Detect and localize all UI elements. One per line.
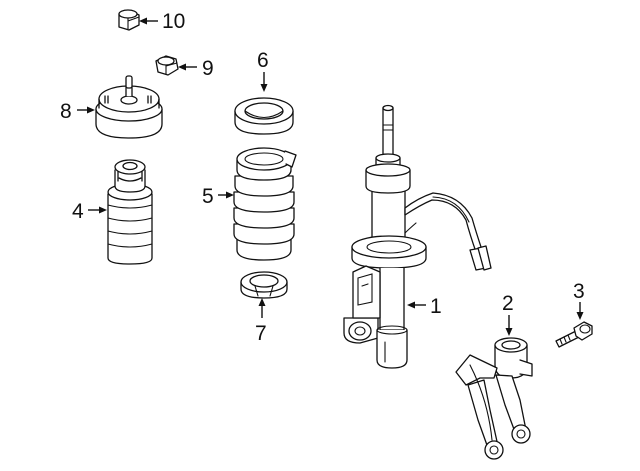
part-2-steering-knuckle: [455, 337, 533, 460]
part-7-spring-isolator: [240, 271, 288, 299]
part-10-nut: [118, 9, 140, 31]
callout-10: 10: [139, 10, 185, 33]
callout-6-label: 6: [257, 49, 269, 72]
callout-3: 3: [573, 280, 585, 320]
callout-1: 1: [407, 295, 442, 318]
callout-8-label: 8: [60, 100, 72, 123]
part-3-bolt: [555, 321, 593, 348]
part-4-bump-stop: [107, 159, 153, 265]
part-6-spring-seat: [234, 97, 294, 135]
callout-2-label: 2: [502, 292, 514, 315]
part-9-nut: [155, 55, 179, 76]
callout-5: 5: [202, 185, 234, 208]
callout-3-label: 3: [573, 280, 585, 303]
callout-9: 9: [178, 57, 214, 80]
callout-6: 6: [257, 49, 269, 92]
callout-4-label: 4: [72, 200, 84, 223]
callout-7: 7: [255, 298, 267, 345]
part-5-coil-spring: [233, 147, 297, 261]
callout-4: 4: [72, 200, 107, 223]
part-1-strut-assembly: [343, 104, 492, 369]
callout-8: 8: [60, 100, 95, 123]
callout-5-label: 5: [202, 185, 214, 208]
callout-10-label: 10: [162, 10, 185, 33]
callout-9-label: 9: [202, 57, 214, 80]
callout-2: 2: [502, 292, 514, 336]
callout-1-label: 1: [430, 295, 442, 318]
part-8-strut-mount: [95, 75, 163, 139]
callout-7-label: 7: [255, 322, 267, 345]
